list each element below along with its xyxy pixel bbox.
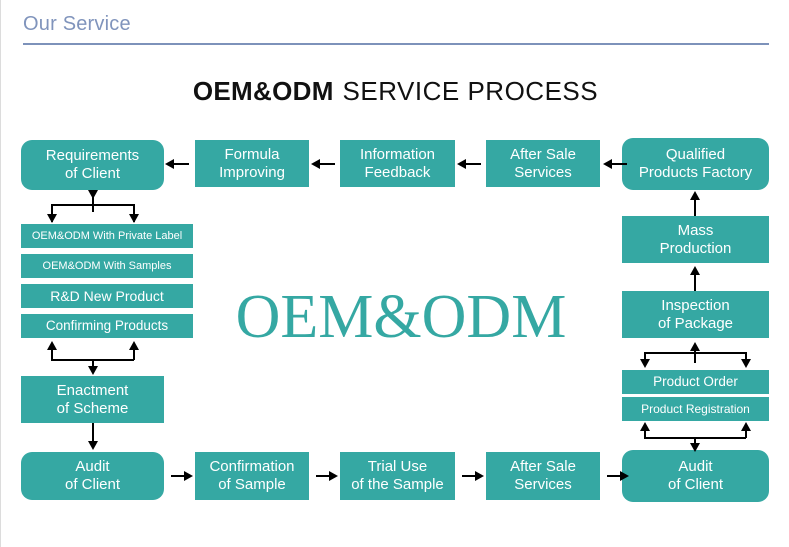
- arrow-up-icon: [47, 341, 57, 350]
- connector-line: [92, 359, 94, 372]
- box-label: Audit of Client: [64, 458, 121, 493]
- box-label: OEM&ODM With Private Label: [31, 229, 183, 242]
- arrow-down-icon: [129, 214, 139, 223]
- diagram-title-light: SERVICE PROCESS: [342, 76, 599, 106]
- box-oem-odm-with-samples[interactable]: OEM&ODM With Samples: [21, 254, 193, 278]
- box-audit-of-client-left[interactable]: Audit of Client: [21, 452, 164, 500]
- connector-line: [694, 273, 696, 291]
- box-trial-use-of-the-sample[interactable]: Trial Use of the Sample: [340, 452, 455, 500]
- box-formula-improving[interactable]: Formula Improving: [195, 140, 309, 187]
- connector-line: [172, 163, 189, 165]
- box-label: OEM&ODM With Samples: [42, 259, 172, 272]
- box-audit-of-client-right[interactable]: Audit of Client: [622, 450, 769, 502]
- arrow-up-icon: [640, 422, 650, 431]
- arrow-up-icon: [741, 422, 751, 431]
- connector-line: [745, 429, 747, 438]
- arrow-left-icon: [457, 159, 466, 169]
- page-title: Our Service: [23, 13, 131, 35]
- box-rd-new-product[interactable]: R&D New Product: [21, 284, 193, 308]
- connector-line: [607, 475, 622, 477]
- box-mass-production[interactable]: Mass Production: [622, 216, 769, 263]
- connector-line: [171, 475, 186, 477]
- arrow-down-icon: [690, 443, 700, 452]
- watermark-oem-odm: OEM&ODM: [235, 283, 567, 351]
- box-label: After Sale Services: [510, 145, 576, 181]
- connector-line: [133, 204, 135, 222]
- arrow-down-icon: [88, 441, 98, 450]
- connector-line: [133, 347, 135, 360]
- connector-line: [316, 475, 331, 477]
- page-header: Our Service: [1, 0, 788, 48]
- box-label: Requirements of Client: [45, 147, 140, 182]
- arrow-down-icon: [47, 214, 57, 223]
- box-label: Information Feedback: [359, 145, 436, 181]
- box-label: Confirming Products: [45, 318, 169, 334]
- connector-line: [644, 352, 746, 354]
- arrow-right-icon: [620, 471, 629, 481]
- box-confirmation-of-sample[interactable]: Confirmation of Sample: [195, 452, 309, 500]
- box-enactment-of-scheme[interactable]: Enactment of Scheme: [21, 376, 164, 423]
- connector-line: [51, 204, 134, 206]
- box-label: Product Registration: [641, 401, 750, 416]
- arrow-down-icon: [88, 366, 98, 375]
- arrow-down-icon: [741, 359, 751, 368]
- box-product-registration[interactable]: Product Registration: [622, 397, 769, 421]
- connector-line: [610, 163, 627, 165]
- box-after-sale-services-bottom[interactable]: After Sale Services: [486, 452, 600, 500]
- box-requirements-of-client[interactable]: Requirements of Client: [21, 140, 164, 190]
- box-after-sale-services-top[interactable]: After Sale Services: [486, 140, 600, 187]
- diagram-title-strong: OEM&ODM: [192, 76, 334, 106]
- connector-line: [92, 190, 94, 212]
- box-label: Inspection of Package: [657, 296, 734, 332]
- connector-line: [694, 198, 696, 216]
- box-label: Product Order: [653, 374, 738, 390]
- arrow-right-icon: [475, 471, 484, 481]
- connector-line: [464, 163, 481, 165]
- arrow-up-icon: [690, 342, 700, 351]
- arrow-down-icon: [88, 190, 98, 199]
- box-inspection-of-package[interactable]: Inspection of Package: [622, 291, 769, 338]
- box-label: Mass Production: [659, 221, 732, 257]
- box-label: Audit of Client: [667, 458, 724, 493]
- box-label: Formula Improving: [219, 145, 285, 181]
- box-label: Trial Use of the Sample: [351, 458, 444, 493]
- connector-line: [92, 423, 94, 448]
- header-divider: [23, 43, 769, 45]
- box-label: Enactment of Scheme: [56, 381, 129, 417]
- box-product-order[interactable]: Product Order: [622, 370, 769, 394]
- arrow-up-icon: [690, 191, 700, 200]
- arrow-left-icon: [603, 159, 612, 169]
- box-label: After Sale Services: [510, 458, 576, 493]
- arrow-up-icon: [129, 341, 139, 350]
- box-label: Confirmation of Sample: [209, 458, 295, 493]
- connector-line: [51, 204, 53, 222]
- box-confirming-products[interactable]: Confirming Products: [21, 314, 193, 338]
- arrow-right-icon: [329, 471, 338, 481]
- arrow-left-icon: [311, 159, 320, 169]
- connector-line: [462, 475, 477, 477]
- box-label: R&D New Product: [50, 287, 164, 304]
- arrow-down-icon: [640, 359, 650, 368]
- arrow-up-icon: [690, 266, 700, 275]
- box-information-feedback[interactable]: Information Feedback: [340, 140, 455, 187]
- connector-line: [644, 429, 646, 438]
- arrow-right-icon: [184, 471, 193, 481]
- box-oem-odm-private-label[interactable]: OEM&ODM With Private Label: [21, 224, 193, 248]
- connector-line: [694, 349, 696, 363]
- connector-line: [318, 163, 335, 165]
- arrow-left-icon: [165, 159, 174, 169]
- box-qualified-products-factory[interactable]: Qualified Products Factory: [622, 138, 769, 190]
- diagram-title: OEM&ODM SERVICE PROCESS: [1, 76, 788, 107]
- connector-line: [51, 347, 53, 360]
- box-label: Qualified Products Factory: [638, 146, 753, 181]
